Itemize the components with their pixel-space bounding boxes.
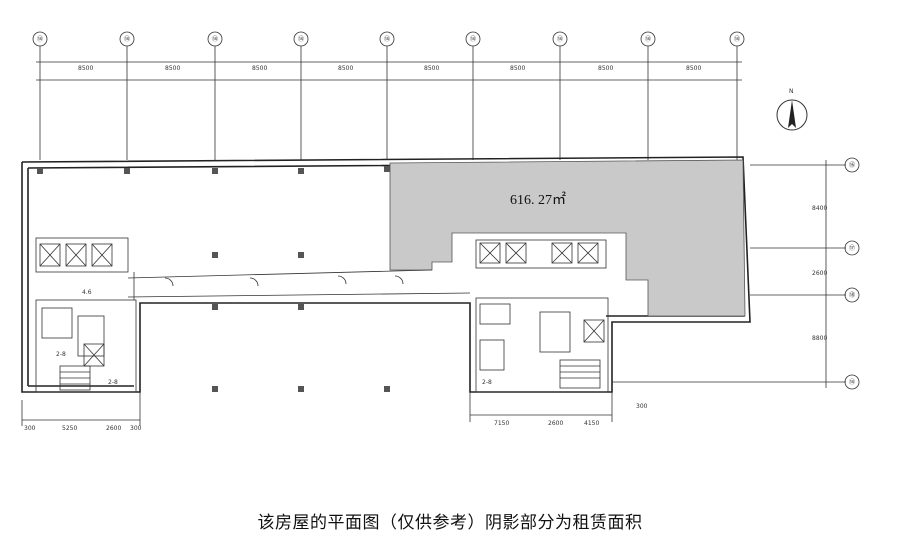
right-grid-axes [612, 157, 860, 390]
top-dimensions: 8500 8500 8500 8500 8500 8500 8500 8500 [78, 65, 701, 72]
leased-area-label: 616. 27㎡ [510, 192, 566, 208]
columns [37, 166, 390, 392]
top-dim-5: 8500 [424, 65, 439, 72]
grid-label-6: ⑭ [470, 35, 476, 43]
grid-label-7: ⑭ [557, 35, 563, 43]
grid-label-8: ⑭ [645, 35, 651, 43]
plan-caption: 该房屋的平面图（仅供参考）阴影部分为租赁面积 [257, 513, 643, 533]
bottom-right-dim-1: 7150 [494, 420, 509, 427]
bottom-left-dim-2: 5250 [62, 425, 77, 432]
right-dimensions: 8400 2600 8800 [812, 205, 827, 342]
left-core [35, 237, 137, 393]
right-dim-1: 8400 [812, 205, 827, 212]
bottom-left-dimensions: 300 5250 2600 300 [24, 425, 142, 432]
top-grid-labels: ⑭ ⑭ ⑭ ⑭ ⑭ ⑭ ⑭ ⑭ ⑭ [37, 35, 740, 43]
right-core [475, 239, 607, 269]
right-grid-label-1: ⑯ [849, 161, 855, 169]
bottom-right-dim-3: 4150 [584, 420, 599, 427]
grid-label-1: ⑭ [37, 35, 43, 43]
room-label-2: 2-8 [108, 379, 118, 386]
bottom-dimension-lines [21, 392, 613, 426]
top-dim-4: 8500 [338, 65, 353, 72]
corridor-label: 4.6 [82, 289, 92, 296]
top-dim-8: 8500 [686, 65, 701, 72]
grid-label-2: ⑭ [124, 35, 130, 43]
right-grid-label-4: ⑭ [849, 378, 855, 386]
corridor [127, 269, 471, 300]
bottom-right-dimensions: 7150 2600 4150 300 [494, 403, 648, 427]
grid-label-5: ⑭ [384, 35, 390, 43]
right-grid-label-2: ⑰ [849, 244, 855, 252]
top-dim-3: 8500 [252, 65, 267, 72]
right-dim-2: 2600 [812, 270, 827, 277]
grid-label-9: ⑭ [734, 35, 740, 43]
right-grid-label-3: ⑱ [849, 291, 855, 299]
north-arrow-icon: N [776, 88, 808, 131]
grid-label-4: ⑭ [298, 35, 304, 43]
room-label-1: 2-8 [56, 351, 66, 358]
bottom-right-dim-2: 2600 [548, 420, 563, 427]
room-label-3: 2-8 [482, 379, 492, 386]
top-dim-2: 8500 [165, 65, 180, 72]
top-dim-7: 8500 [598, 65, 613, 72]
right-grid-labels: ⑯ ⑰ ⑱ ⑭ [849, 161, 855, 386]
bottom-left-dim-4: 300 [130, 425, 142, 432]
top-dim-1: 8500 [78, 65, 93, 72]
lower-right-core [475, 297, 609, 393]
leased-area [389, 159, 746, 317]
top-dim-6: 8500 [510, 65, 525, 72]
bottom-right-small-dim: 300 [636, 403, 648, 410]
grid-label-3: ⑭ [212, 35, 218, 43]
right-dim-3: 8800 [812, 335, 827, 342]
room-labels: 2-8 2-8 2-8 [56, 351, 492, 386]
north-label: N [789, 88, 794, 95]
bottom-left-dim-3: 2600 [106, 425, 121, 432]
bottom-left-dim-1: 300 [24, 425, 36, 432]
top-grid-axes [32, 31, 745, 160]
